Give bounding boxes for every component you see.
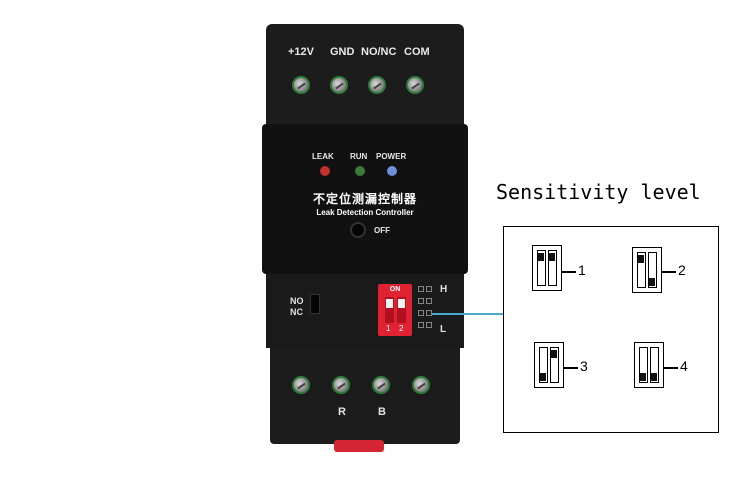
mini-cell xyxy=(418,310,424,316)
terminal-label-r: R xyxy=(338,406,346,418)
terminal-label-b: B xyxy=(378,406,386,418)
level-2-switch xyxy=(632,247,662,293)
run-led xyxy=(355,166,365,176)
level-1-slot-2 xyxy=(548,250,557,286)
screw-terminal-bottom-1[interactable] xyxy=(292,376,310,394)
off-button[interactable] xyxy=(350,222,366,238)
mini-cell xyxy=(426,286,432,292)
low-label: L xyxy=(440,324,447,335)
top-terminal-block: +12V GND NO/NC COM xyxy=(266,24,464,134)
off-label: OFF xyxy=(374,226,390,235)
front-panel: LEAK RUN POWER 不定位测漏控制器 Leak Detection C… xyxy=(262,124,468,274)
mini-cell xyxy=(426,298,432,304)
slot-knob xyxy=(651,373,657,381)
din-rail-latch[interactable] xyxy=(334,440,384,452)
dip-switch-1[interactable] xyxy=(385,297,394,323)
bottom-terminal-block: R B xyxy=(270,348,460,444)
screw-terminal-b[interactable] xyxy=(372,376,390,394)
sensitivity-level-title: Sensitivity level xyxy=(496,180,701,204)
level-4-slot-1 xyxy=(639,347,648,383)
level-2-slot-1 xyxy=(637,252,646,288)
level-2-number: 2 xyxy=(678,262,686,278)
level-3-number: 3 xyxy=(580,358,588,374)
screw-terminal-bottom-4[interactable] xyxy=(412,376,430,394)
level-4-switch xyxy=(634,342,664,388)
level-4-lead xyxy=(664,367,678,369)
leak-led xyxy=(320,166,330,176)
level-4-number: 4 xyxy=(680,358,688,374)
dip-number-2: 2 xyxy=(399,324,404,333)
mini-cell xyxy=(418,298,424,304)
sensitivity-indicator-grid xyxy=(418,284,434,336)
top-terminal-labels: +12V GND NO/NC COM xyxy=(266,46,464,62)
dip-on-label: ON xyxy=(389,286,401,293)
level-1-slot-1 xyxy=(537,250,546,286)
terminal-label-12v: +12V xyxy=(288,46,314,58)
level-3-slot-2 xyxy=(550,347,559,383)
slot-knob xyxy=(540,373,546,381)
power-led xyxy=(387,166,397,176)
dip-knob-2 xyxy=(398,299,405,308)
level-2-slot-2 xyxy=(648,252,657,288)
screw-terminal-12v[interactable] xyxy=(292,76,310,94)
terminal-label-gnd: GND xyxy=(330,46,355,58)
slot-knob xyxy=(638,255,644,263)
level-3-slot-1 xyxy=(539,347,548,383)
screw-terminal-com[interactable] xyxy=(406,76,424,94)
level-1-number: 1 xyxy=(578,262,586,278)
level-3-switch xyxy=(534,342,564,388)
mode-label-nc: NC xyxy=(290,307,303,317)
sensitivity-level-diagram: 1 2 3 4 xyxy=(503,226,719,433)
dip-number-1: 1 xyxy=(386,324,391,333)
slot-knob xyxy=(551,350,557,358)
device-title-en: Leak Detection Controller xyxy=(316,208,414,217)
sensitivity-dip-switch[interactable]: ON 1 2 xyxy=(378,284,412,336)
led-label-run: RUN xyxy=(350,152,368,161)
slot-knob xyxy=(549,253,555,261)
no-nc-mode-switch[interactable] xyxy=(310,294,320,314)
level-2-lead xyxy=(662,271,676,273)
slot-knob xyxy=(649,278,655,286)
level-4-slot-2 xyxy=(650,347,659,383)
slot-knob xyxy=(640,373,646,381)
settings-block: NO NC ON 1 2 H L xyxy=(266,274,464,348)
level-1-switch xyxy=(532,245,562,291)
level-1-lead xyxy=(562,271,576,273)
leak-detection-controller: +12V GND NO/NC COM LEAK RUN POWER 不定位测漏控… xyxy=(262,24,468,454)
slot-knob xyxy=(538,253,544,261)
screw-terminal-gnd[interactable] xyxy=(330,76,348,94)
dip-knob-1 xyxy=(386,299,393,308)
mini-cell xyxy=(426,310,432,316)
dip-switch-2[interactable] xyxy=(397,297,406,323)
device-title-cn: 不定位测漏控制器 xyxy=(312,192,417,206)
callout-connector-line xyxy=(432,313,504,315)
screw-terminal-nonc[interactable] xyxy=(368,76,386,94)
mode-label-no: NO xyxy=(290,296,304,306)
high-label: H xyxy=(440,284,448,295)
mini-cell xyxy=(426,322,432,328)
led-label-leak: LEAK xyxy=(312,152,334,161)
mini-cell xyxy=(418,322,424,328)
level-3-lead xyxy=(564,367,578,369)
mini-cell xyxy=(418,286,424,292)
terminal-label-com: COM xyxy=(404,46,430,58)
led-label-power: POWER xyxy=(376,152,407,161)
screw-terminal-r[interactable] xyxy=(332,376,350,394)
terminal-label-nonc: NO/NC xyxy=(361,46,397,58)
